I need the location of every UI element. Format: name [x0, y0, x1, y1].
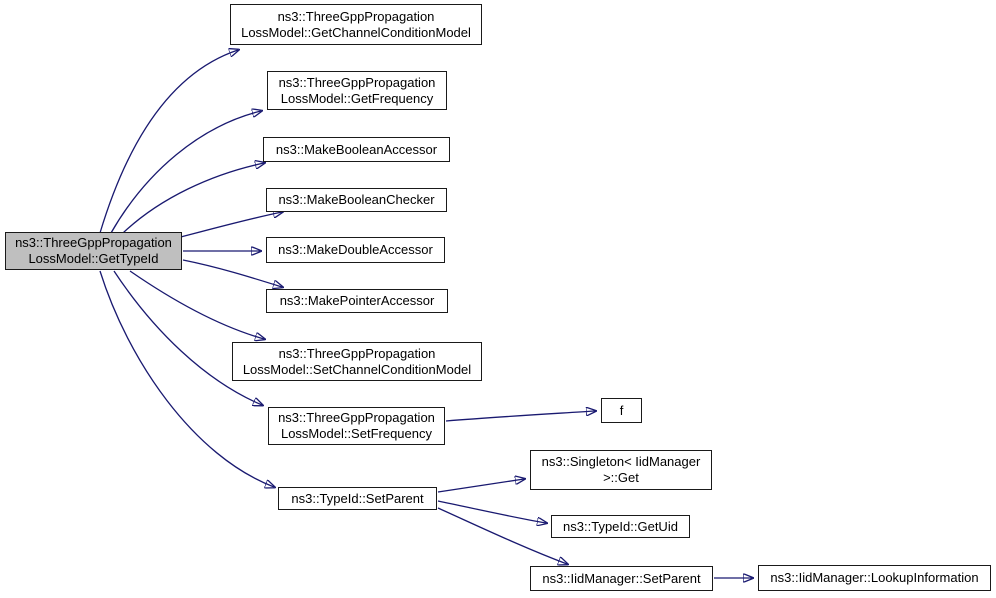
node-get-frequency[interactable]: ns3::ThreeGppPropagation LossModel::GetF…	[267, 71, 447, 110]
edge-gettypeid-to-getfrequency	[110, 111, 261, 234]
node-label: f	[619, 402, 624, 418]
node-make-boolean-checker[interactable]: ns3::MakeBooleanChecker	[266, 188, 447, 212]
node-make-boolean-accessor[interactable]: ns3::MakeBooleanAccessor	[263, 137, 450, 162]
node-make-double-accessor[interactable]: ns3::MakeDoubleAccessor	[266, 237, 445, 263]
node-label: ns3::MakeBooleanAccessor	[275, 141, 438, 157]
edge-typeidsetparent-to-iidmanagersetparent	[437, 507, 567, 564]
edge-gettypeid-to-setchannelconditionmodel	[129, 270, 264, 339]
node-label: ns3::MakePointerAccessor	[279, 293, 435, 308]
node-iidmanager-lookup-information[interactable]: ns3::IidManager::LookupInformation	[758, 565, 991, 591]
node-f[interactable]: f	[601, 398, 642, 423]
node-singleton-iidmanager-get[interactable]: ns3::Singleton< IidManager >::Get	[530, 450, 712, 490]
edge-setfrequency-to-f	[445, 411, 595, 422]
node-label: ns3::ThreeGppPropagation LossModel::GetC…	[241, 8, 471, 40]
node-label: ns3::TypeId::SetParent	[291, 490, 424, 506]
edge-gettypeid-to-getchannelconditionmodel	[99, 50, 238, 234]
node-set-frequency[interactable]: ns3::ThreeGppPropagation LossModel::SetF…	[268, 407, 445, 445]
edge-typeidsetparent-to-typeidgetuid	[437, 500, 546, 523]
node-label: ns3::IidManager::LookupInformation	[770, 570, 979, 585]
node-typeid-set-parent[interactable]: ns3::TypeId::SetParent	[278, 487, 437, 510]
edge-gettypeid-to-typeidsetparent	[99, 270, 274, 487]
node-label: ns3::Singleton< IidManager >::Get	[541, 454, 701, 485]
node-label: ns3::MakeDoubleAccessor	[278, 242, 433, 257]
edge-typeidsetparent-to-singletonget	[437, 479, 524, 493]
node-label: ns3::IidManager::SetParent	[542, 570, 701, 586]
node-label: ns3::MakeBooleanChecker	[278, 192, 435, 207]
node-label: ns3::ThreeGppPropagation LossModel::GetT…	[15, 235, 172, 266]
node-label: ns3::TypeId::GetUid	[563, 518, 678, 534]
node-label: ns3::ThreeGppPropagation LossModel::GetF…	[278, 74, 436, 106]
node-set-channel-condition-model[interactable]: ns3::ThreeGppPropagation LossModel::SetC…	[232, 342, 482, 381]
node-iidmanager-set-parent[interactable]: ns3::IidManager::SetParent	[530, 566, 713, 591]
node-make-pointer-accessor[interactable]: ns3::MakePointerAccessor	[266, 289, 448, 313]
node-get-channel-condition-model[interactable]: ns3::ThreeGppPropagation LossModel::GetC…	[230, 4, 482, 45]
edge-gettypeid-to-makepointeraccessor	[182, 259, 282, 287]
edge-gettypeid-to-setfrequency	[113, 270, 262, 405]
node-get-type-id[interactable]: ns3::ThreeGppPropagation LossModel::GetT…	[5, 232, 182, 270]
node-typeid-get-uid[interactable]: ns3::TypeId::GetUid	[551, 515, 690, 538]
node-label: ns3::ThreeGppPropagation LossModel::SetF…	[278, 410, 435, 441]
node-label: ns3::ThreeGppPropagation LossModel::SetC…	[242, 345, 472, 377]
edge-gettypeid-to-makebooleanaccessor	[122, 163, 264, 234]
edge-gettypeid-to-makebooleanchecker	[180, 212, 282, 238]
